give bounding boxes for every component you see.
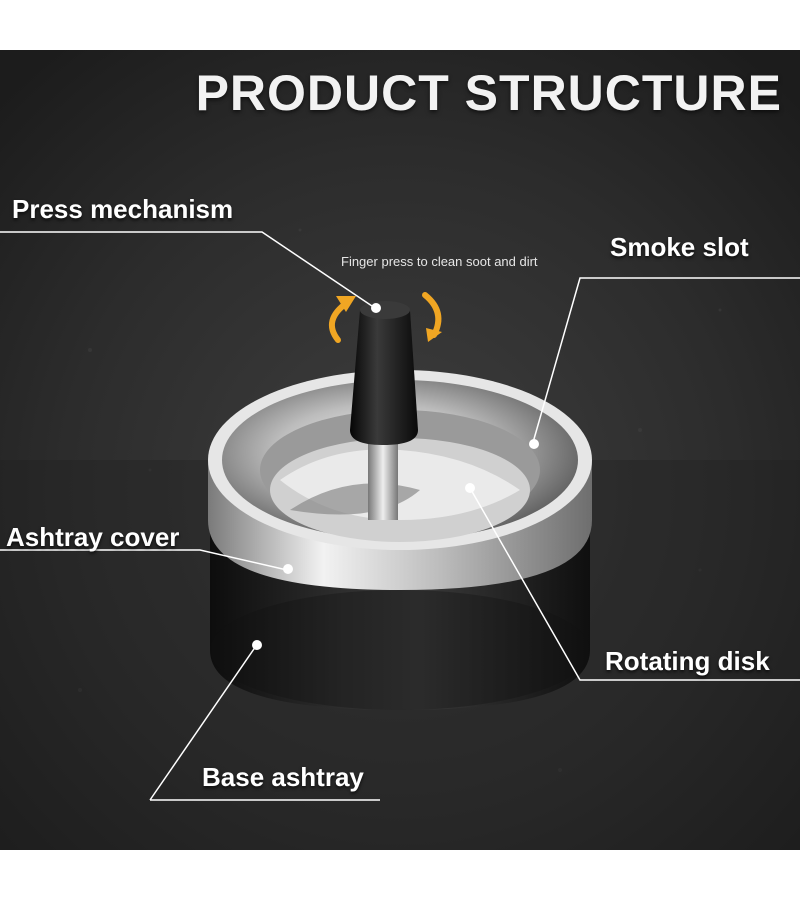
rotating-disk — [270, 438, 530, 542]
product-illustration — [0, 50, 800, 850]
leader-lines — [0, 231, 800, 801]
product-structure-graphic: PRODUCT STRUCTURE Finger press to clean … — [0, 50, 800, 850]
leader-dots — [252, 303, 539, 650]
label-ashtray-cover: Ashtray cover — [6, 522, 180, 552]
label-press-mechanism: Press mechanism — [12, 194, 234, 224]
label-smoke-slot: Smoke slot — [610, 232, 749, 262]
press-knob — [350, 301, 418, 445]
label-base-ashtray: Base ashtray — [202, 762, 364, 792]
arrow-heads — [336, 296, 442, 342]
press-instruction-note: Finger press to clean soot and dirt — [341, 254, 538, 269]
page-title: PRODUCT STRUCTURE — [195, 65, 782, 121]
label-rotating-disk: Rotating disk — [605, 646, 770, 676]
